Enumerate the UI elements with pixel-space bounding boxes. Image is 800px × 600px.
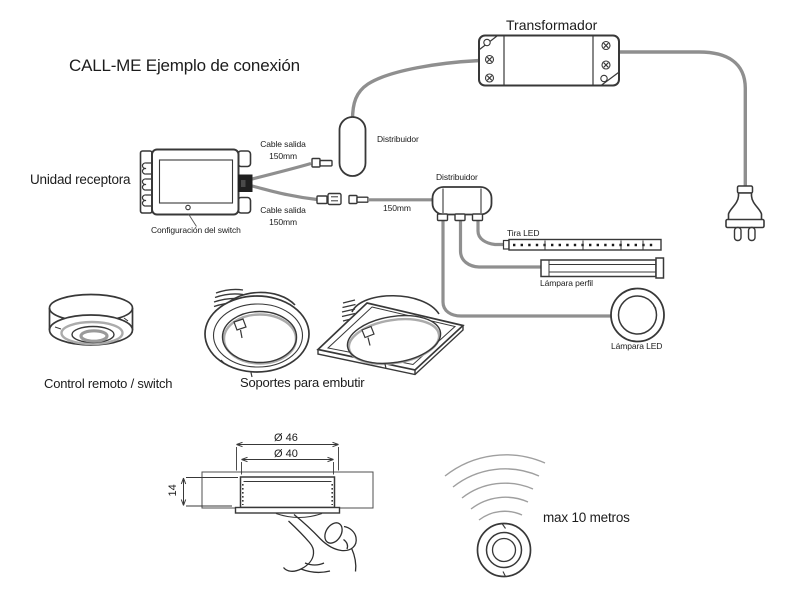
distributor-port <box>454 213 466 222</box>
screw-icon <box>601 60 611 70</box>
dim-height-label: 14 <box>166 484 179 497</box>
dim-outer-diameter-label: Ø 46 <box>274 432 298 444</box>
remote-control-label: Control remoto / switch <box>44 376 173 391</box>
mounts-label: Soportes para embutir <box>240 375 365 390</box>
switch-leader-line <box>188 213 197 227</box>
led-strip <box>502 238 662 251</box>
led-lamp-label: Lámpara LED <box>611 341 663 351</box>
plug-body <box>727 192 763 221</box>
receiver-unit <box>139 148 253 227</box>
led-strip-label: Tira LED <box>507 228 540 238</box>
dim-line-14 <box>180 477 238 507</box>
terminal-clip <box>141 162 152 175</box>
cable-salida-bottom-label: Cable salida 150mm <box>256 204 310 228</box>
receiver-body <box>151 148 240 216</box>
square-mount <box>316 295 465 376</box>
device-body <box>239 476 336 509</box>
receiver-ear <box>237 150 252 168</box>
mount-hole <box>600 74 608 83</box>
spring-clip <box>361 325 375 339</box>
screw-icon <box>484 54 495 65</box>
plug-neck <box>736 185 754 194</box>
transformer-box <box>478 34 620 87</box>
screw-icon <box>601 40 611 51</box>
cable-salida-bottom-line2: 150mm <box>269 217 297 227</box>
remote-control-puck <box>48 293 134 346</box>
cable-salida-bottom-line1: Cable salida <box>260 205 306 215</box>
cable-length-label: 150mm <box>383 203 411 213</box>
distributor-port <box>436 213 449 222</box>
cable-salida-top-label: Cable salida 150mm <box>256 138 310 162</box>
wireless-range-label: max 10 metros <box>543 510 630 525</box>
receiver-panel <box>158 159 234 204</box>
profile-lamp <box>540 257 665 279</box>
cable-connectors <box>311 157 369 206</box>
cable-receiver-to-transformer <box>350 58 481 121</box>
distributor-2 <box>431 186 493 222</box>
receiver-ear <box>237 196 252 214</box>
mains-plug <box>725 185 765 242</box>
spring-clip <box>233 318 247 331</box>
distributor-1-label: Distribuidor <box>377 134 419 144</box>
cable-salida-top-line1: Cable salida <box>260 139 306 149</box>
plug-base <box>725 218 765 229</box>
plug-pin-right <box>747 226 756 242</box>
receiver-output-cables <box>251 161 318 202</box>
distributor-1 <box>338 116 367 177</box>
cable-salida-top-line2: 150mm <box>269 151 297 161</box>
profile-lamp-label: Lámpara perfil <box>540 278 593 288</box>
dimension-drawing <box>180 441 374 574</box>
remote-top-view <box>476 522 532 578</box>
screw-icon <box>484 73 495 83</box>
dim-inner-diameter-label: Ø 40 <box>274 448 298 460</box>
wireless-signal-icon <box>444 454 546 521</box>
switch-config-label: Configuración del switch <box>151 225 241 235</box>
transformer-label: Transformador <box>506 17 598 33</box>
device-flange <box>234 506 341 514</box>
distributor-port <box>471 213 484 222</box>
plug-pin-left <box>733 226 742 242</box>
switch-config-dot <box>185 204 191 211</box>
mains-cable <box>618 50 747 188</box>
distributor-2-label: Distribuidor <box>436 172 478 182</box>
led-lamp <box>610 287 665 343</box>
terminal-clip <box>141 178 152 191</box>
mount-hole <box>483 38 491 47</box>
dim-line-46 <box>236 441 339 471</box>
dim-line-40 <box>241 456 334 475</box>
distributor-output-cables <box>441 220 612 318</box>
round-mount <box>204 288 310 378</box>
pointing-hand <box>282 513 357 574</box>
receiver-label: Unidad receptora <box>30 172 131 187</box>
page-title: CALL-ME Ejemplo de conexión <box>69 56 300 75</box>
terminal-clip <box>141 194 152 207</box>
